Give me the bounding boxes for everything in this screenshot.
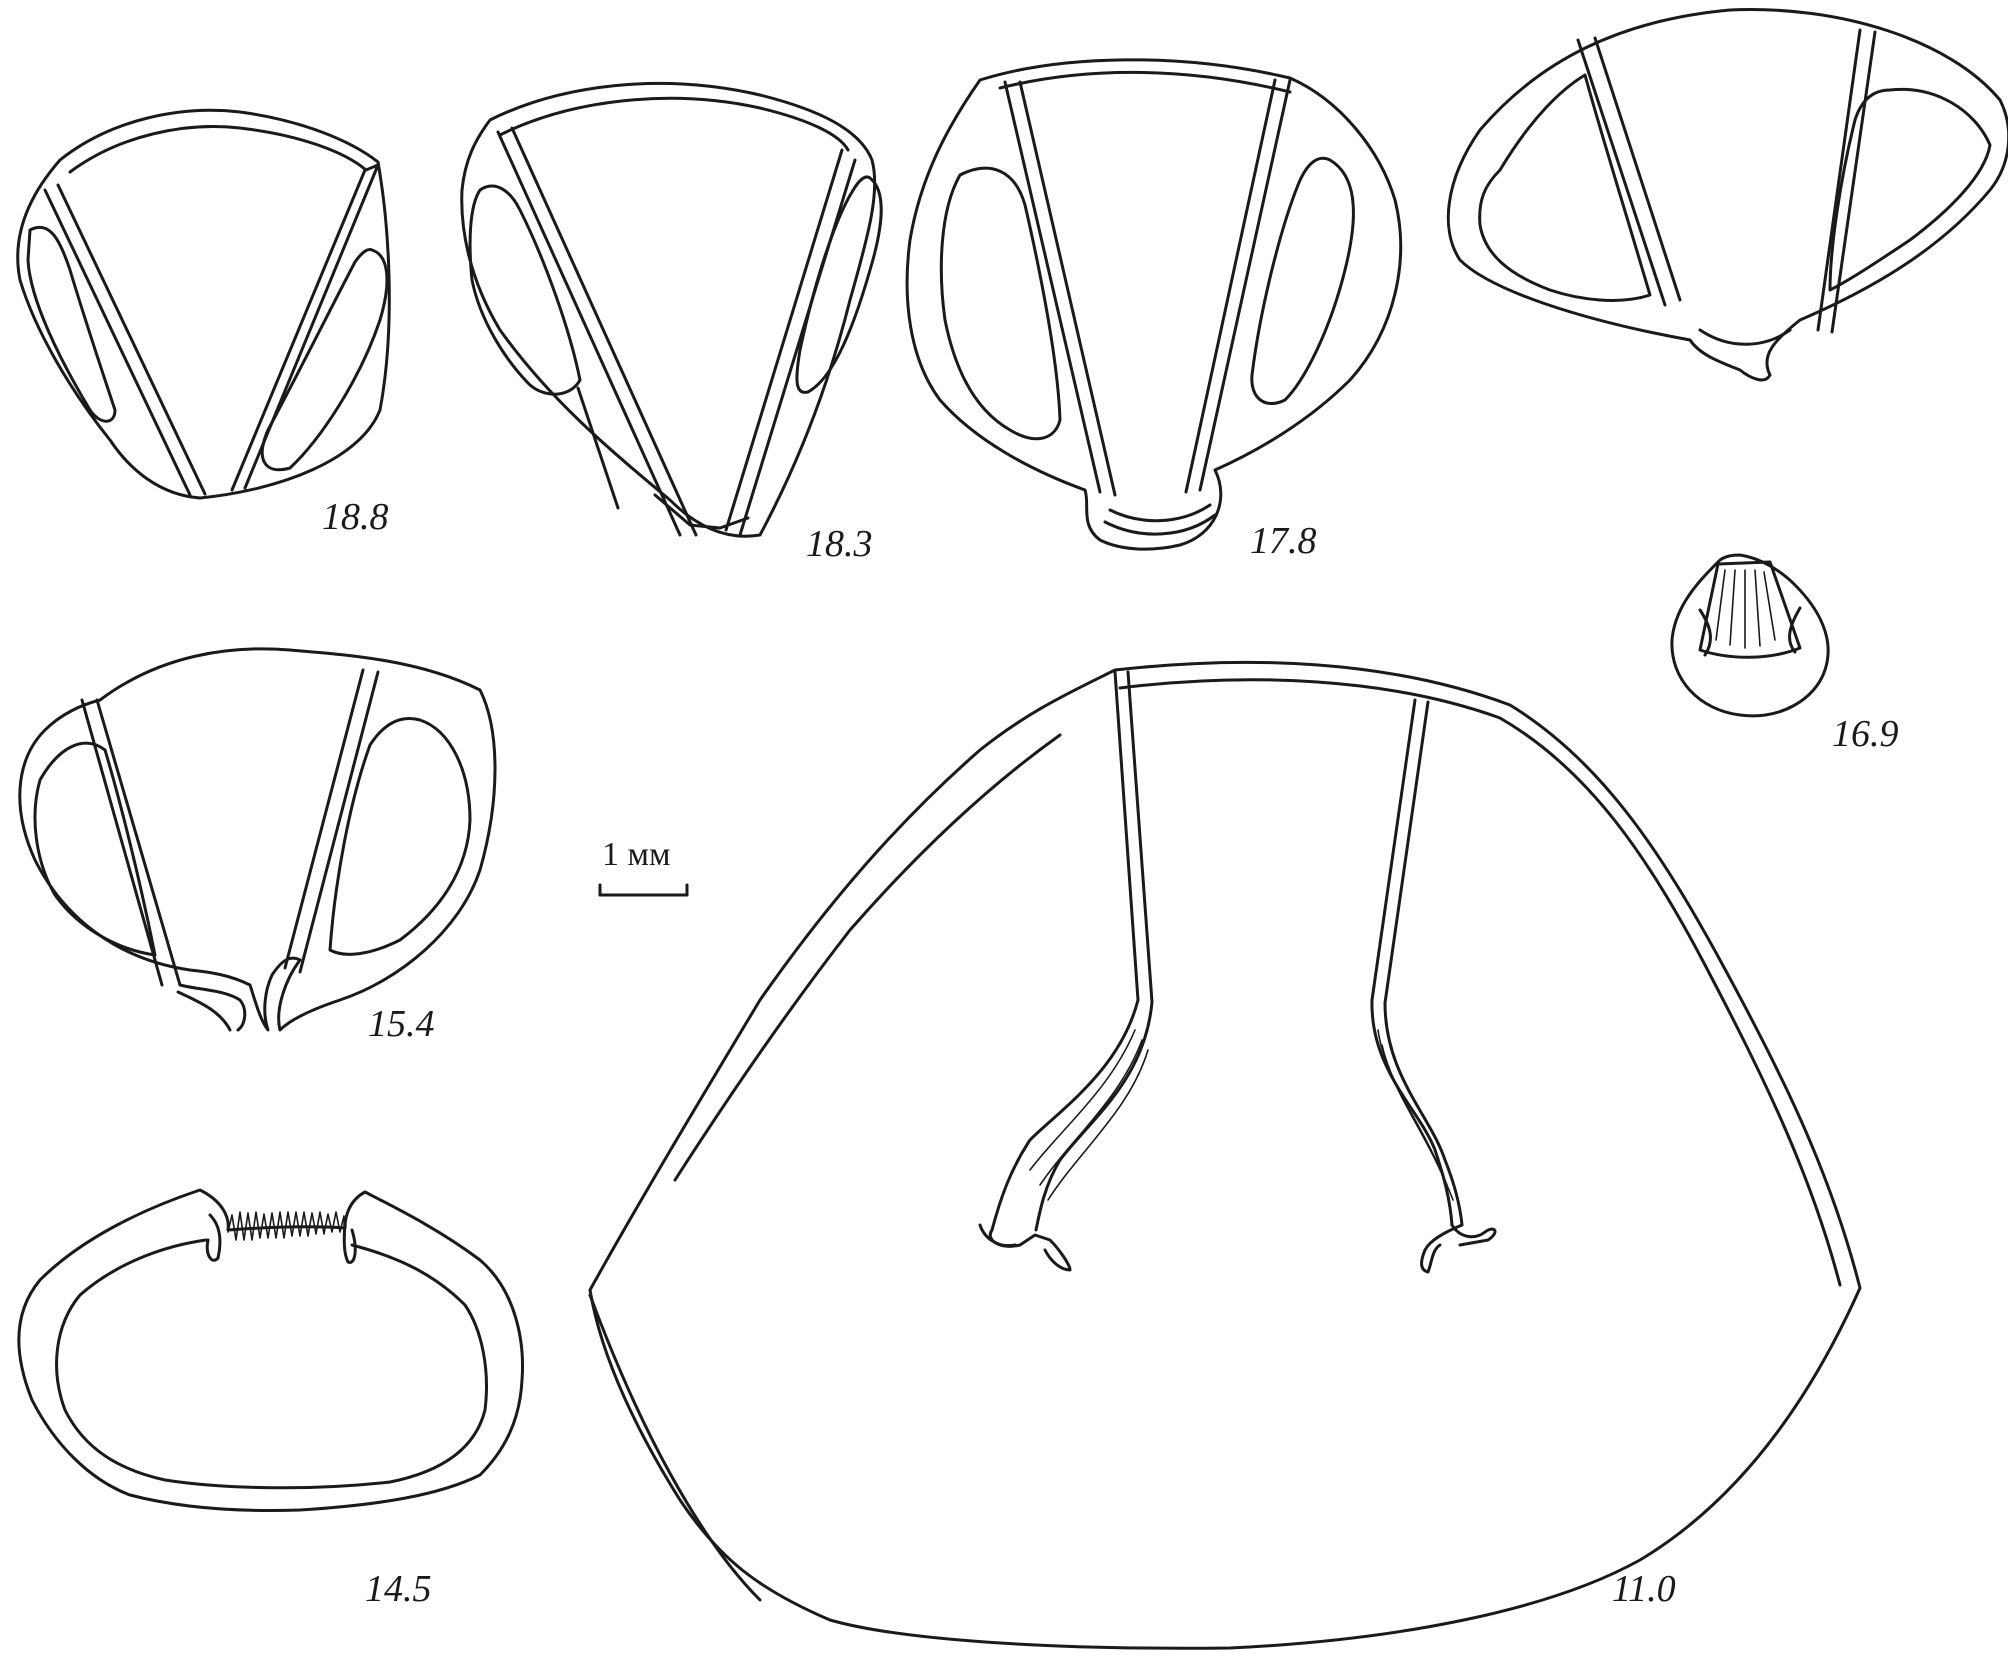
specimen-label-18-8: 18.8 (322, 496, 389, 538)
section-outline-18-3 (460, 81, 883, 538)
specimen-label-14-5: 14.5 (365, 1568, 432, 1610)
specimen-label-18-3: 18.3 (806, 523, 873, 565)
section-outline-11-0 (588, 660, 1862, 1650)
section-outline-18-8 (16, 108, 391, 500)
specimen-label-16-9: 16.9 (1832, 713, 1899, 755)
specimen-label-17-8: 17.8 (1250, 520, 1317, 562)
section-outline-top-right (1446, 8, 2008, 382)
scale-bar-label: 1 мм (602, 836, 671, 873)
section-outline-14-5 (17, 1188, 524, 1512)
section-outline-17-8 (905, 58, 1403, 551)
section-outline-15-4 (18, 647, 497, 1032)
specimen-label-11-0: 11.0 (1612, 1568, 1676, 1610)
section-outline-16-9 (1670, 553, 1830, 718)
specimen-label-15-4: 15.4 (368, 1003, 435, 1045)
scale-bar (598, 883, 689, 897)
